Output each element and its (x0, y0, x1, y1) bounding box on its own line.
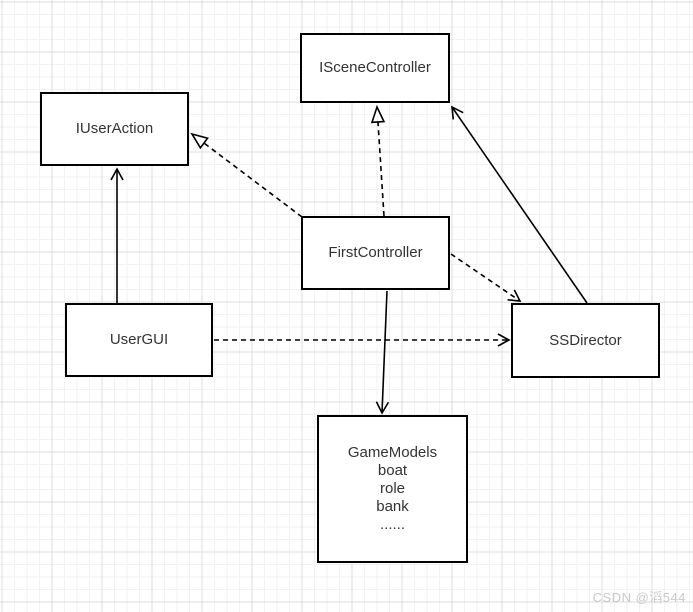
edge-firstcontroller-to-iscenecontroller (370, 104, 386, 217)
node-member: role (379, 480, 405, 497)
node-member: bank (376, 498, 409, 515)
node-iscenecontroller: ISceneController (300, 33, 450, 103)
node-usergui: UserGUI (65, 303, 213, 377)
node-label: ISceneController (319, 59, 431, 76)
node-member: ...... (379, 516, 405, 533)
node-label: IUserAction (75, 120, 154, 137)
node-member: boat (377, 462, 408, 479)
node-label: FirstController (328, 244, 423, 261)
edge-firstcontroller-to-iuseraction (190, 132, 303, 218)
edge-firstcontroller-to-ssdirector (450, 253, 522, 302)
node-iuseraction: IUserAction (40, 92, 189, 166)
node-ssdirector: SSDirector (511, 303, 660, 378)
node-gamemodels: GameModels boat role bank ...... (317, 415, 468, 563)
node-title: GameModels (347, 444, 438, 461)
node-label: UserGUI (109, 331, 169, 348)
watermark: CSDN @滔544 (592, 590, 686, 605)
node-firstcontroller: FirstController (301, 216, 450, 290)
node-label: SSDirector (549, 331, 622, 349)
edge-firstcontroller-to-gamemodels (375, 290, 390, 415)
edge-ssdirector-to-iscenecontroller (451, 105, 588, 304)
